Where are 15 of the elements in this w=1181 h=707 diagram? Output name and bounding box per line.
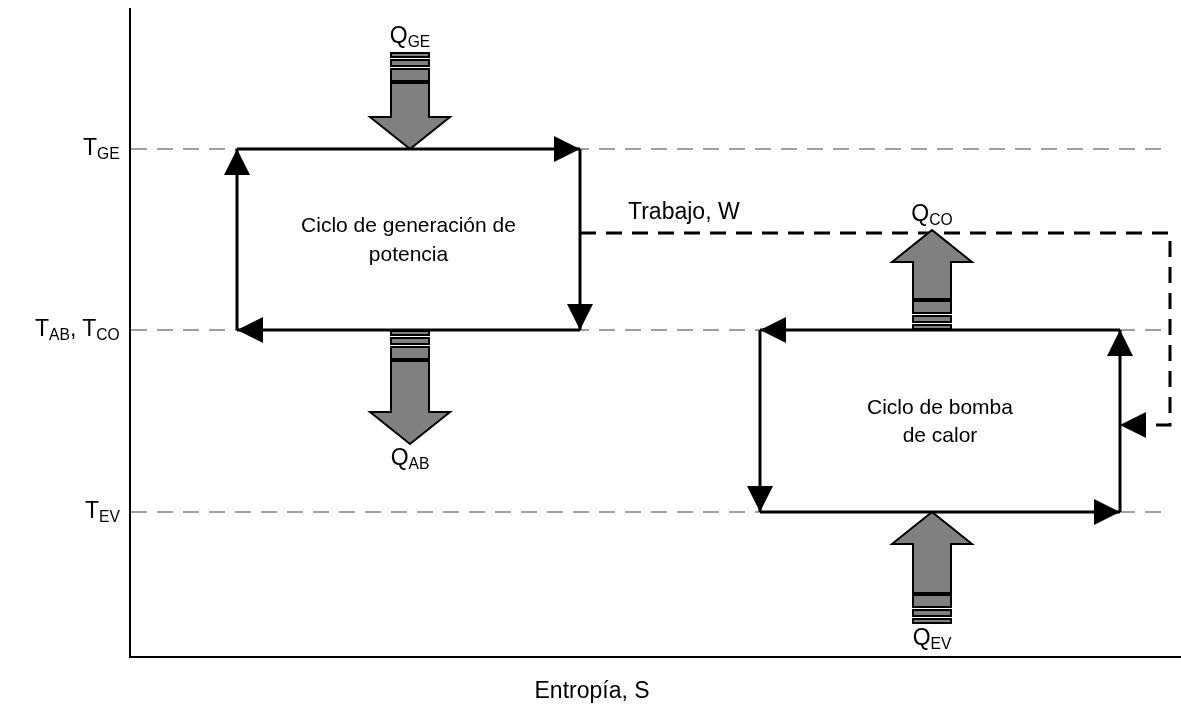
cycle-label: Ciclo de generación de potencia [301, 212, 516, 267]
heat-label: Q$_{CO}$ [911, 202, 953, 228]
heat-flow-arrow [367, 52, 453, 151]
heat-label: Q$_{AB}$ [390, 446, 430, 472]
temperature-label: T$_{GE}$ [83, 136, 120, 162]
heat-flow-arrow [889, 228, 975, 330]
edge-label: Trabajo, W [626, 200, 742, 223]
heat-label: Q$_{GE}$ [389, 24, 431, 50]
heat-flow-arrow [367, 330, 453, 446]
temperature-label: T$_{EV}$ [85, 499, 120, 525]
temperature-label: T$_{AB}$, T$_{CO}$ [35, 317, 120, 343]
axis-title: Entropía, S [534, 678, 650, 702]
cycle-label: Ciclo de bomba de calor [866, 393, 1014, 448]
work-arrow [580, 231, 1172, 438]
heat-label: Q$_{EV}$ [912, 626, 952, 652]
